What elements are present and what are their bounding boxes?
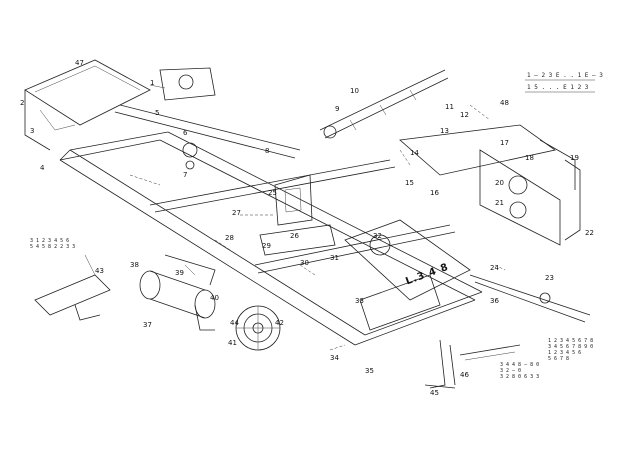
callout-29: 29 [262, 242, 271, 250]
callout-22: 22 [585, 229, 594, 237]
callout-9: 9 [335, 105, 340, 113]
legend-line-2: 1 5 . . . E 1 2 3 [527, 84, 589, 91]
callout-25: 25 [268, 189, 277, 197]
left-note: 3 1 2 3 4 5 6 5 4 5 8 2 2 3 3 [30, 238, 76, 250]
bottom-right-note-a: 3 4 4 8 — 8 0 3 2 — 0 3 2 8 0 6 3 3 [500, 362, 540, 380]
callout-48: 48 [500, 99, 509, 107]
callout-45: 45 [430, 389, 439, 397]
callout-35: 35 [365, 367, 374, 375]
callout-41: 41 [228, 339, 237, 347]
callout-46: 46 [460, 371, 469, 379]
callout-3: 3 [30, 127, 35, 135]
left-bracket [34, 254, 111, 321]
callout-28: 28 [225, 234, 234, 242]
right-assembly [399, 124, 591, 323]
callout-38: 38 [130, 261, 139, 269]
callout-17: 17 [500, 139, 509, 147]
bottom-right-note-b: 1 2 3 4 5 6 7 8 3 4 5 6 7 8 9 0 1 2 3 4 … [548, 338, 594, 362]
callout-42: 42 [275, 319, 284, 327]
callout-24: 24 [490, 264, 499, 272]
callout-23: 23 [545, 274, 554, 282]
callout-19: 19 [570, 154, 579, 162]
callout-8: 8 [265, 147, 270, 155]
callout-32: 32 [373, 232, 382, 240]
leader-lines [129, 104, 506, 351]
callout-36: 36 [490, 297, 499, 305]
callout-14: 14 [410, 149, 419, 157]
callout-6: 6 [183, 129, 188, 137]
callout-26: 26 [290, 232, 299, 240]
pedal-assembly [424, 339, 521, 389]
motor-cylinder [139, 254, 216, 331]
callout-7: 7 [183, 171, 188, 179]
callout-15: 15 [405, 179, 414, 187]
callout-27: 27 [232, 209, 241, 217]
callout-30: 30 [300, 259, 309, 267]
callout-43: 43 [95, 267, 104, 275]
callout-12: 12 [460, 111, 469, 119]
callout-20: 20 [495, 179, 504, 187]
callout-47: 47 [75, 59, 84, 67]
callout-11: 11 [445, 103, 454, 111]
callout-39: 39 [175, 269, 184, 277]
guard-plate [24, 59, 151, 151]
callout-37: 37 [143, 321, 152, 329]
callout-2: 2 [20, 99, 25, 107]
callout-33: 33 [355, 297, 364, 305]
callout-1: 1 [150, 79, 155, 87]
callout-21: 21 [495, 199, 504, 207]
callout-4: 4 [40, 164, 45, 172]
callout-18: 18 [525, 154, 534, 162]
callout-31: 31 [330, 254, 339, 262]
callout-40: 40 [210, 294, 219, 302]
wheel [235, 305, 281, 351]
chassis-frame [59, 104, 483, 346]
callout-34: 34 [330, 354, 339, 362]
legend-line-1: 1 — 2 3 E . . 1 E — 3 [527, 72, 603, 79]
top-bracket [149, 67, 216, 101]
deck-panel [344, 219, 471, 331]
callout-10: 10 [350, 87, 359, 95]
callout-44: 44 [230, 319, 239, 327]
callout-5: 5 [155, 109, 160, 117]
callout-13: 13 [440, 127, 449, 135]
callout-16: 16 [430, 189, 439, 197]
seat-bracket [182, 142, 336, 256]
steering-shaft [319, 69, 449, 139]
